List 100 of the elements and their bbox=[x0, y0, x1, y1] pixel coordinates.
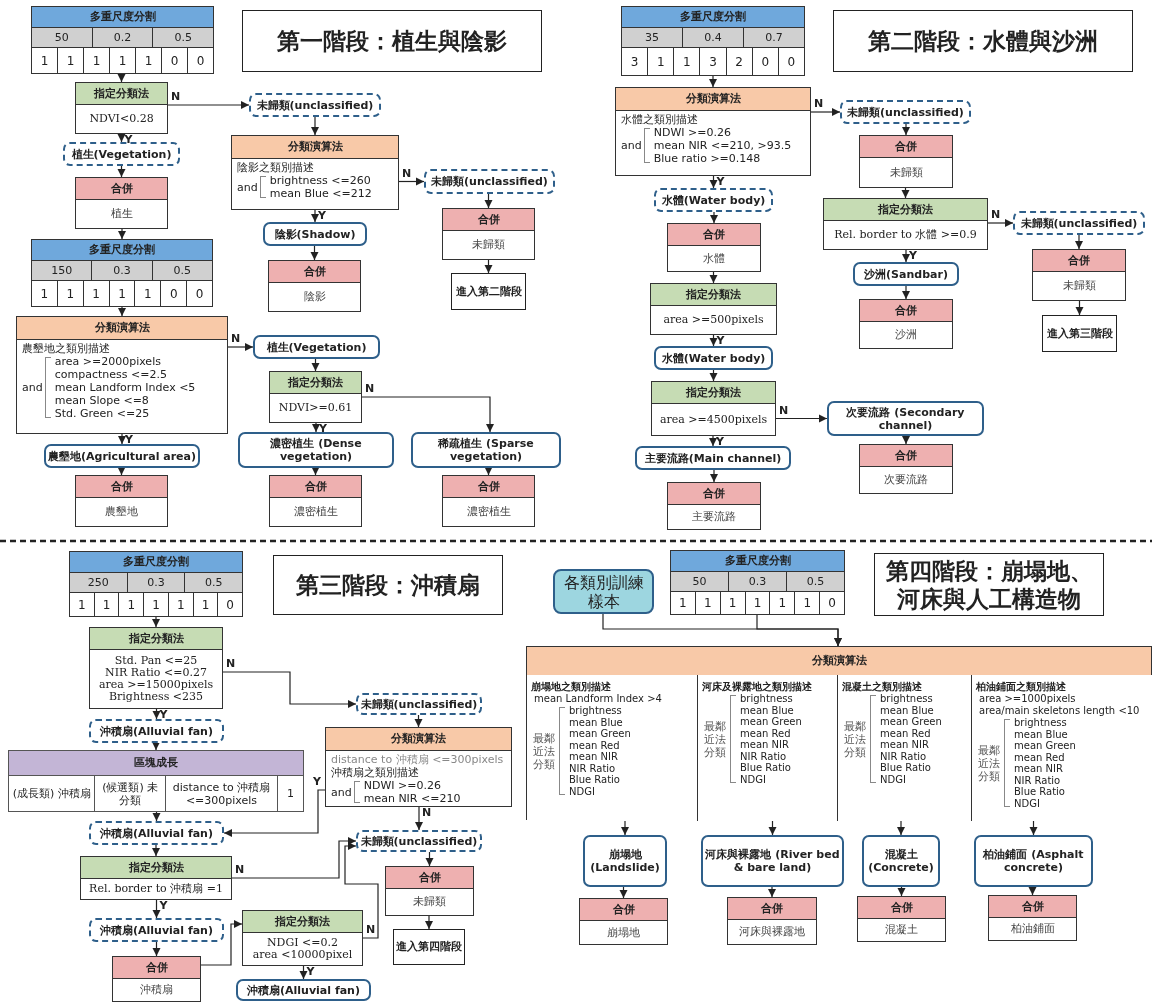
merge-box bbox=[442, 208, 535, 260]
description-panel bbox=[697, 675, 837, 821]
description-panel bbox=[837, 675, 971, 821]
table-cell: 1 bbox=[93, 593, 119, 616]
edge-label: Y bbox=[159, 900, 168, 912]
table-cell: 1 bbox=[744, 592, 770, 614]
box-header: 合併 bbox=[860, 300, 952, 322]
table-cell: 3 bbox=[699, 48, 726, 75]
class-box bbox=[89, 918, 224, 942]
result-text: 陰影 bbox=[303, 291, 326, 303]
arrow bbox=[484, 193, 493, 209]
condition-text: mean Landform Index <5 bbox=[54, 381, 196, 394]
table-cell: 0.2 bbox=[91, 28, 153, 48]
class-label: 混凝土 (Concrete) bbox=[867, 848, 935, 874]
table-cell: 1 bbox=[794, 592, 820, 614]
arrow bbox=[117, 306, 127, 317]
merge-box bbox=[859, 444, 953, 494]
class-box bbox=[583, 835, 667, 887]
condition-text: brightness <=260 bbox=[269, 174, 372, 187]
result-text: 主要流路 bbox=[692, 511, 736, 523]
condition-text: mean Landform Index >4 bbox=[533, 693, 663, 705]
condition-text: Std. Green <=25 bbox=[54, 407, 151, 420]
description-panel bbox=[971, 675, 1152, 821]
result-text: 未歸類 bbox=[889, 166, 923, 179]
arrow bbox=[901, 187, 910, 199]
table-cell: 1 bbox=[673, 48, 700, 75]
table-cell: 0.7 bbox=[743, 28, 804, 48]
arrow bbox=[151, 741, 161, 751]
stage-box bbox=[393, 929, 465, 965]
table-cell-text: 1 bbox=[77, 596, 87, 614]
edge-label: Y bbox=[909, 250, 917, 262]
condition-text: area >=2000pixels bbox=[54, 355, 162, 368]
merge-box bbox=[859, 299, 953, 349]
feature-text: brightness bbox=[740, 693, 794, 705]
arrow bbox=[424, 915, 434, 930]
result-text: 未歸類 bbox=[1062, 280, 1096, 292]
merge-box bbox=[579, 898, 668, 945]
class-label: 未歸類(unclassified) bbox=[360, 834, 478, 848]
edge-label: N bbox=[402, 167, 412, 180]
feature-text: mean NIR bbox=[569, 751, 619, 763]
feature-text: mean NIR bbox=[1014, 763, 1064, 775]
table-cell: 50 bbox=[671, 572, 728, 592]
box-header: 合併 bbox=[113, 957, 200, 979]
result-text: 混凝土 bbox=[885, 924, 918, 936]
merge-box bbox=[75, 475, 168, 527]
condition-text: Std. Pan <=25 bbox=[114, 655, 198, 667]
arrow bbox=[222, 671, 357, 709]
table-cell-text: (成長類) 沖積扇 bbox=[11, 786, 92, 802]
merge-box bbox=[442, 475, 535, 527]
table-cell: 1 bbox=[719, 592, 745, 614]
stage-box bbox=[451, 273, 526, 310]
algorithm-box bbox=[16, 316, 228, 434]
arrow bbox=[484, 466, 493, 476]
class-box bbox=[862, 835, 940, 887]
class-box bbox=[411, 432, 561, 468]
class-label: 未歸類(unclassified) bbox=[256, 98, 374, 112]
table-cell: 0.5 bbox=[184, 573, 242, 593]
box-header: 指定分類法 bbox=[824, 199, 987, 221]
table-cell: 0 bbox=[751, 48, 778, 75]
box-header: 指定分類法 bbox=[76, 83, 167, 105]
class-box bbox=[263, 222, 367, 246]
condition-text: compactness <=2.5 bbox=[54, 368, 168, 381]
stage-title: 第一階段：植生與陰影 bbox=[242, 10, 542, 72]
arrow bbox=[619, 886, 628, 899]
condition-text: area <10000pixel bbox=[252, 949, 353, 961]
arrow bbox=[425, 851, 434, 867]
edge-label: N bbox=[171, 91, 181, 103]
class-label: 沙洲(Sandbar) bbox=[864, 267, 948, 281]
feature-text: NIR Ratio bbox=[1014, 774, 1062, 786]
arrow bbox=[1075, 300, 1084, 316]
arrow bbox=[311, 422, 321, 433]
edge-label: Y bbox=[716, 436, 724, 448]
arrow bbox=[151, 844, 161, 857]
arrow bbox=[709, 369, 718, 382]
class-box bbox=[249, 93, 381, 117]
feature-text: NDGI bbox=[1014, 797, 1041, 809]
class-label: 次要流路 (Secondary channel) bbox=[845, 405, 966, 432]
arrow bbox=[299, 965, 308, 980]
table-header: 多重尺度分割 bbox=[622, 7, 804, 28]
arrow bbox=[708, 435, 718, 447]
arrow bbox=[344, 841, 379, 939]
box-header: 合併 bbox=[668, 483, 760, 505]
arrow bbox=[709, 469, 719, 483]
feature-text: NIR Ratio bbox=[569, 762, 617, 774]
arrow bbox=[398, 177, 425, 186]
box-header: 合併 bbox=[76, 178, 167, 200]
description-panel bbox=[527, 675, 697, 821]
merge-box bbox=[857, 896, 946, 942]
class-label: 崩塌地 (Landslide) bbox=[589, 848, 661, 874]
condition-text: area/main skeletons length <10 bbox=[978, 705, 1141, 717]
table-cell: 0.3 bbox=[126, 573, 185, 593]
segmentation-table bbox=[670, 550, 845, 615]
class-box bbox=[236, 979, 371, 1001]
result-text: 柏油鋪面 bbox=[1010, 923, 1055, 935]
arrow bbox=[1029, 819, 1038, 836]
stage-text: 進入第二階段 bbox=[454, 284, 523, 299]
feature-text: Blue Ratio bbox=[740, 762, 792, 774]
box-header: 指定分類法 bbox=[652, 382, 775, 404]
arrow bbox=[152, 941, 161, 957]
table-cell-text: 1 bbox=[678, 595, 688, 612]
